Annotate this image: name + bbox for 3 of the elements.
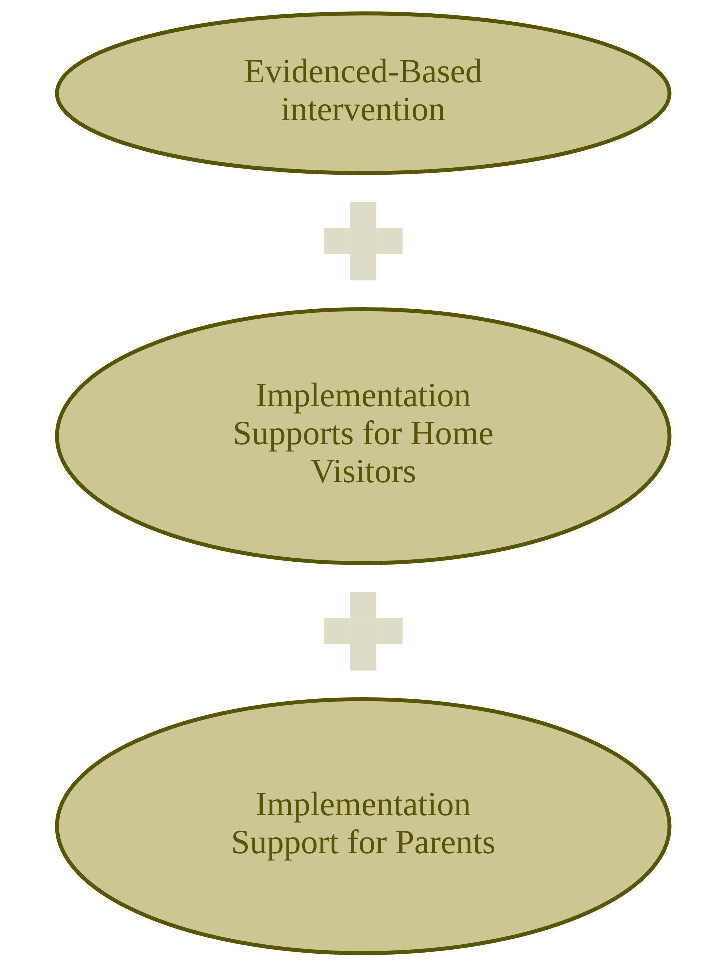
node-ellipse: Evidenced-Based intervention [55, 12, 672, 176]
node-ellipse: Implementation Support for Parents [55, 698, 672, 956]
node-ellipse: Implementation Supports for Home Visitors [55, 307, 672, 566]
